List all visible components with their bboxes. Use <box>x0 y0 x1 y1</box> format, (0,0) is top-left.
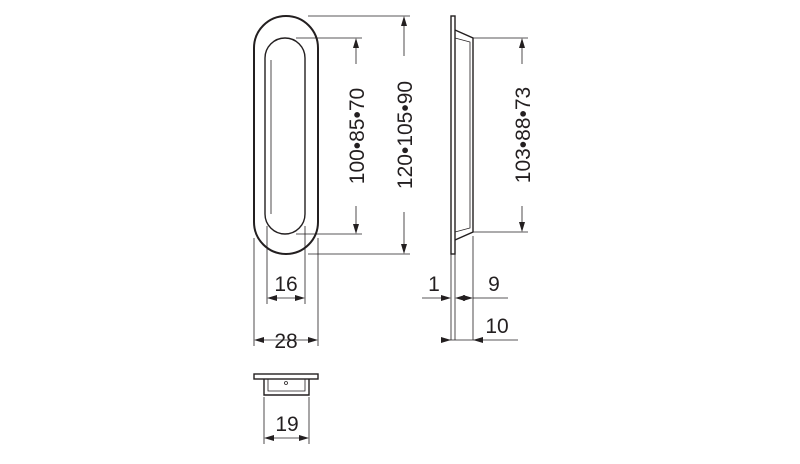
inner-recess <box>264 37 306 235</box>
side-view: 103•88•73 1 9 10 <box>422 15 535 343</box>
flange-plate <box>450 15 456 255</box>
depth-label: 9 <box>488 273 500 296</box>
side-height-label: 103•88•73 <box>512 87 535 183</box>
side-body-profile <box>454 29 474 241</box>
section-hole <box>284 381 288 385</box>
total-depth-label: 10 <box>485 315 508 338</box>
inner-height-label: 100•85•70 <box>346 88 369 184</box>
section-body <box>263 379 310 396</box>
section-flange <box>253 373 319 380</box>
flange-thickness-label: 1 <box>428 273 440 296</box>
outer-oval <box>253 15 319 255</box>
outer-height-label: 120•105•90 <box>394 81 417 189</box>
section-view: 19 <box>253 373 319 444</box>
section-width-label: 19 <box>275 413 298 436</box>
outer-width-label: 28 <box>274 330 297 353</box>
front-view: 120•105•90 100•85•70 16 28 <box>253 15 417 353</box>
inner-width-label: 16 <box>274 273 297 296</box>
